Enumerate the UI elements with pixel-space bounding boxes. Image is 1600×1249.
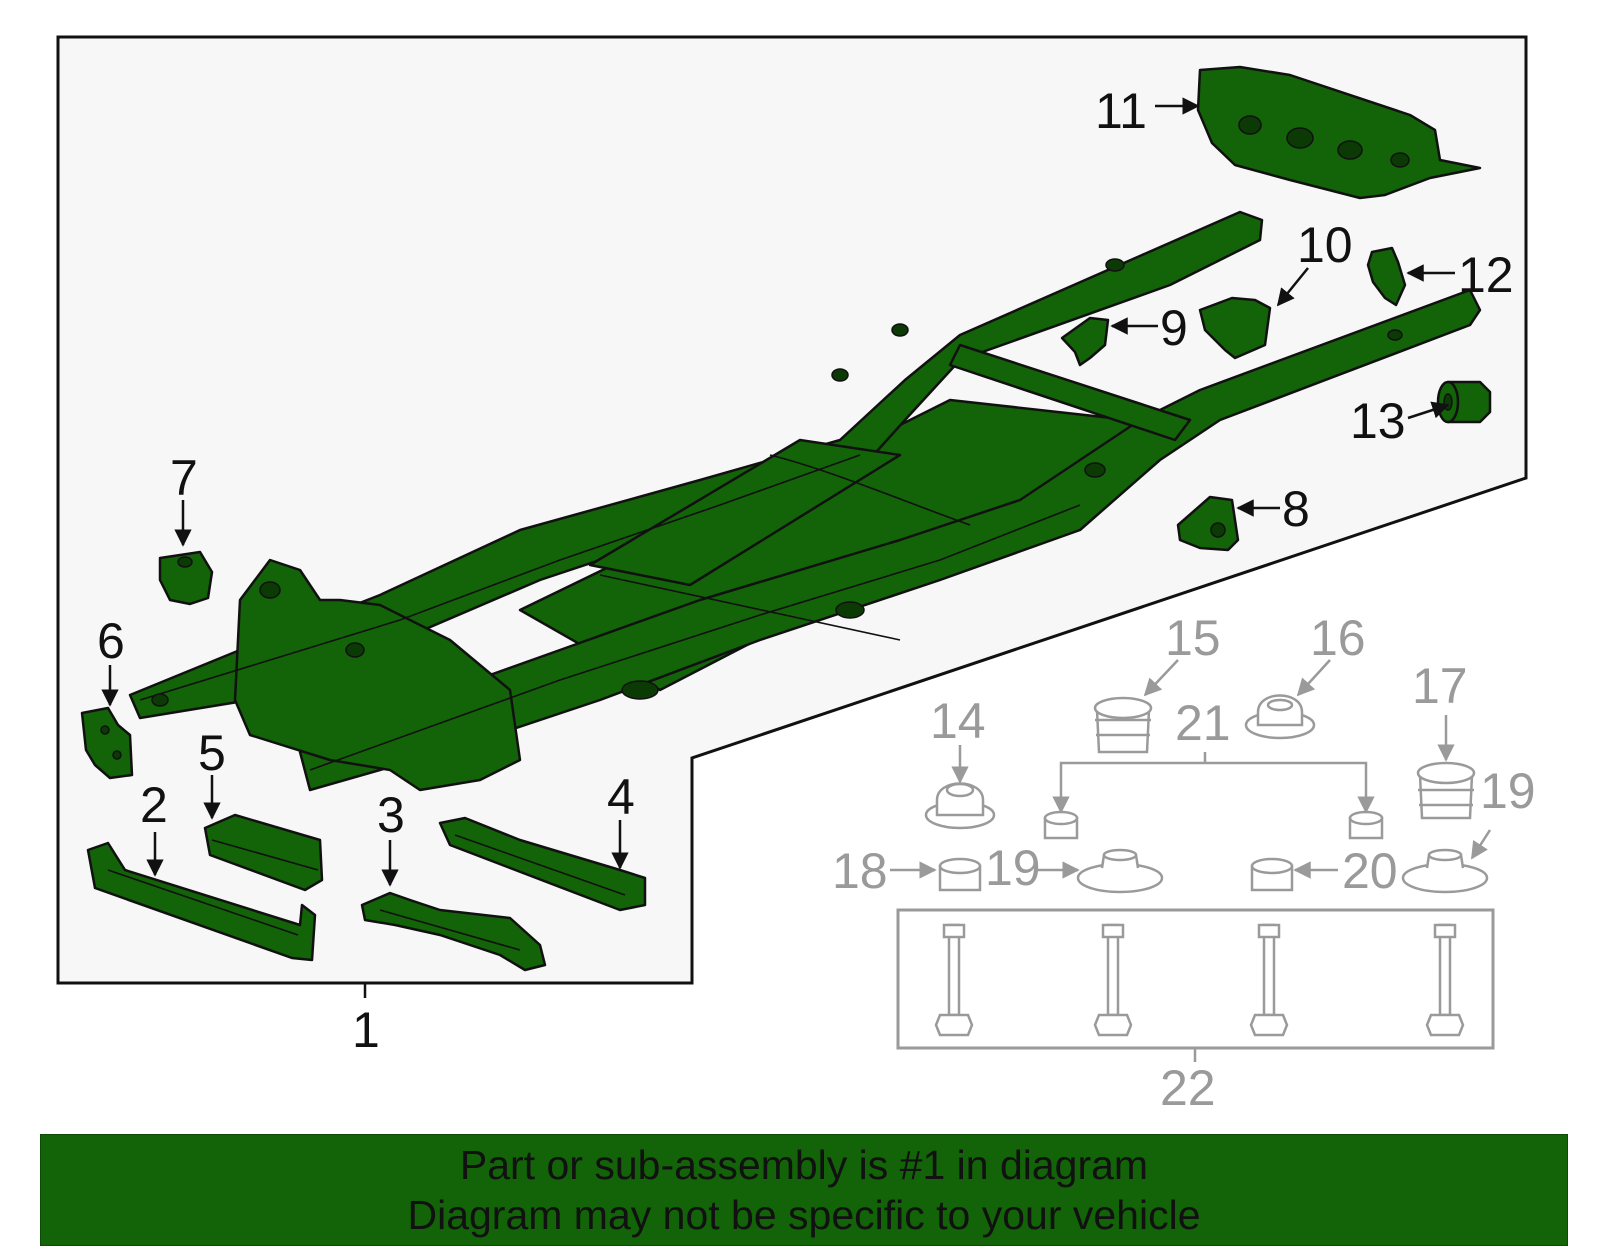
callout-13: 13 bbox=[1350, 393, 1406, 449]
callout-6: 6 bbox=[97, 613, 125, 669]
callout-8: 8 bbox=[1282, 481, 1310, 537]
part-20-spacer[interactable] bbox=[1250, 857, 1294, 892]
part-14-body-mount[interactable] bbox=[924, 782, 996, 830]
leader-lines-grey bbox=[890, 659, 1492, 1062]
part-22-bolt-4[interactable] bbox=[1425, 923, 1465, 1037]
callout-20: 20 bbox=[1342, 843, 1398, 899]
part-12-hanger[interactable] bbox=[1366, 246, 1407, 307]
part-8-mount-bracket[interactable] bbox=[1176, 495, 1240, 552]
callout-2: 2 bbox=[140, 777, 168, 833]
part-21-insert-right[interactable] bbox=[1348, 810, 1384, 840]
part-6-bracket-plate[interactable] bbox=[80, 706, 134, 780]
callout-14: 14 bbox=[930, 693, 986, 749]
callout-18: 18 bbox=[832, 843, 888, 899]
part-11-rear-crossmember[interactable] bbox=[1196, 65, 1482, 200]
part-22-bolt-1[interactable] bbox=[934, 923, 974, 1037]
part-21-insert-left[interactable] bbox=[1043, 810, 1079, 840]
frame-assembly[interactable] bbox=[128, 210, 1482, 792]
part-3-frame-bracket[interactable] bbox=[360, 891, 547, 972]
part-19-washer-a[interactable] bbox=[1076, 848, 1164, 894]
callout-17: 17 bbox=[1412, 658, 1468, 714]
part-9-bracket[interactable] bbox=[1060, 316, 1110, 367]
part-5-reinforcement[interactable] bbox=[203, 813, 324, 892]
part-10-bracket[interactable] bbox=[1198, 296, 1272, 360]
callout-11: 11 bbox=[1095, 83, 1147, 139]
callout-19-b: 19 bbox=[1480, 763, 1536, 819]
part-16-body-mount[interactable] bbox=[1244, 694, 1316, 740]
bolt-kit-box bbox=[896, 908, 1495, 1050]
part-2-skid-bracket[interactable] bbox=[86, 841, 317, 962]
footer-banner: Part or sub-assembly is #1 in diagram Di… bbox=[40, 1134, 1568, 1246]
part-17-body-mount[interactable] bbox=[1416, 761, 1476, 820]
part-22-bolt-2[interactable] bbox=[1093, 923, 1133, 1037]
footer-line-1: Part or sub-assembly is #1 in diagram bbox=[459, 1142, 1149, 1188]
callout-9: 9 bbox=[1160, 300, 1188, 356]
callout-19-a: 19 bbox=[985, 840, 1041, 896]
part-7-mount-bracket[interactable] bbox=[158, 550, 214, 606]
part-4-crossmember[interactable] bbox=[438, 816, 647, 912]
callout-12: 12 bbox=[1458, 247, 1514, 303]
leader-lines bbox=[101, 97, 1455, 998]
part-15-body-mount[interactable] bbox=[1093, 696, 1153, 754]
callout-10: 10 bbox=[1297, 217, 1353, 273]
callout-labels: 1 2 3 4 5 6 7 8 9 10 11 12 13 14 15 16 1… bbox=[97, 83, 1536, 1116]
callout-22: 22 bbox=[1160, 1060, 1216, 1116]
footer-line-2: Diagram may not be specific to your vehi… bbox=[407, 1192, 1201, 1238]
part-18-spacer[interactable] bbox=[938, 857, 982, 892]
part-19-washer-b[interactable] bbox=[1401, 848, 1489, 894]
callout-1: 1 bbox=[352, 1002, 380, 1058]
callout-15: 15 bbox=[1165, 610, 1221, 666]
callout-21: 21 bbox=[1175, 695, 1231, 751]
callout-5: 5 bbox=[198, 725, 226, 781]
part-22-bolt-3[interactable] bbox=[1249, 923, 1289, 1037]
callout-4: 4 bbox=[607, 769, 635, 825]
part-13-bushing[interactable] bbox=[1436, 380, 1492, 424]
callout-16: 16 bbox=[1310, 610, 1366, 666]
callout-3: 3 bbox=[377, 787, 405, 843]
callout-7: 7 bbox=[170, 450, 198, 506]
